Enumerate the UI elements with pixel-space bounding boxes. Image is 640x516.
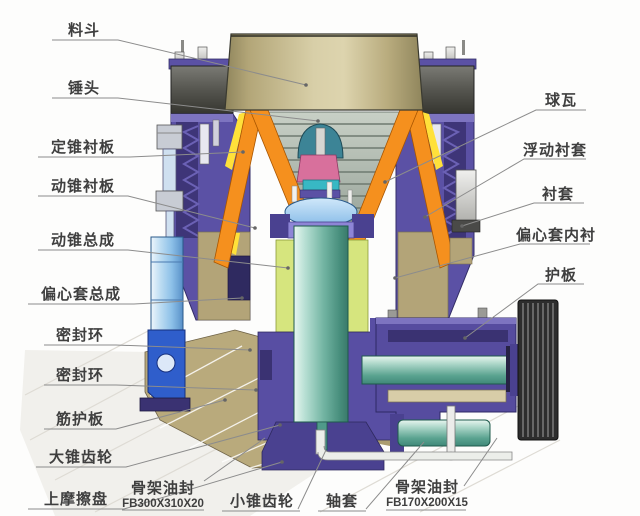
label-moving-cone-liner: 动锥衬板 bbox=[50, 178, 115, 195]
label-skeleton-oil-seal-2: 骨架油封 FB170X200X15 bbox=[384, 479, 470, 510]
label-guard-plate: 护板 bbox=[544, 267, 577, 284]
label-skeleton-oil-seal-2-text: 骨架油封 bbox=[394, 479, 459, 496]
label-fixed-cone-liner: 定锥衬板 bbox=[50, 139, 115, 156]
label-eccentric-sleeve-assembly: 偏心套总成 bbox=[40, 286, 121, 303]
label-skeleton-oil-seal-2-code: FB170X200X15 bbox=[386, 497, 468, 509]
label-floating-bushing: 浮动衬套 bbox=[522, 142, 587, 159]
label-big-bevel-gear: 大锥齿轮 bbox=[48, 449, 113, 466]
label-eccentric-sleeve-inner-liner: 偏心套内衬 bbox=[516, 227, 597, 244]
label-bushing: 衬套 bbox=[541, 186, 574, 203]
label-skeleton-oil-seal-1-code: FB300X310X20 bbox=[122, 498, 204, 510]
label-hopper: 料斗 bbox=[67, 22, 100, 39]
label-shaft-sleeve: 轴套 bbox=[325, 493, 358, 510]
label-hammer-head: 锤头 bbox=[67, 80, 100, 97]
countershaft-assembly bbox=[361, 307, 523, 461]
hydraulic-cylinder bbox=[139, 124, 191, 412]
label-small-bevel-gear: 小锥齿轮 bbox=[229, 493, 294, 510]
label-upper-friction-disc: 上摩擦盘 bbox=[43, 491, 108, 508]
leader-lines bbox=[28, 39, 590, 512]
upper-frame bbox=[168, 40, 477, 115]
label-moving-cone-assembly: 动锥总成 bbox=[50, 232, 115, 249]
hopper bbox=[224, 33, 424, 111]
label-skeleton-oil-seal-1-text: 骨架油封 bbox=[130, 480, 195, 497]
label-seal-ring-2: 密封环 bbox=[55, 367, 104, 384]
label-skeleton-oil-seal-1: 骨架油封 FB300X310X20 bbox=[118, 480, 208, 511]
label-rib-guard-plate: 筋护板 bbox=[55, 411, 104, 428]
label-seal-ring-1: 密封环 bbox=[55, 327, 104, 344]
main-shaft-shape bbox=[293, 225, 349, 451]
pulley-shape bbox=[517, 299, 559, 441]
label-ball-bushing: 球瓦 bbox=[544, 92, 577, 109]
